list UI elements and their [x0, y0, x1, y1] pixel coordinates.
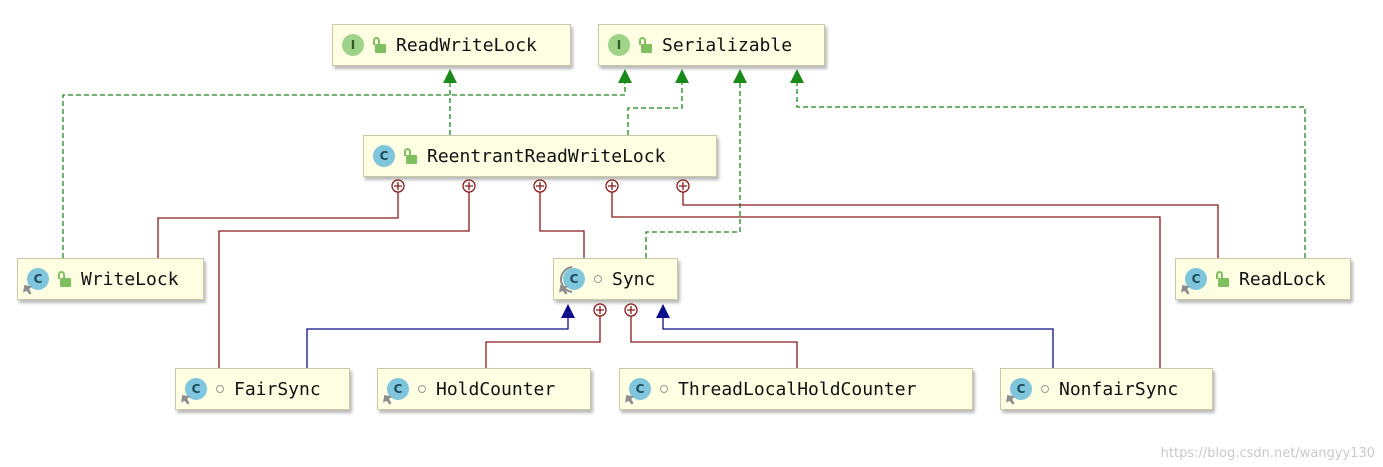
- node-label: Sync: [612, 268, 656, 290]
- edge-fairsync-sync: [306, 318, 569, 368]
- static-class-icon: C: [27, 268, 49, 290]
- public-lock-icon: [1215, 271, 1229, 287]
- package-private-icon: [216, 385, 224, 393]
- node-label: HoldCounter: [436, 378, 556, 400]
- arrowhead-sync-2: [656, 304, 670, 318]
- interface-icon: I: [608, 34, 630, 56]
- edge-nonfairsync-sync: [662, 318, 1054, 368]
- inner-marker: [391, 179, 405, 193]
- edge-reentrant-writelock: [157, 192, 399, 258]
- node-label: FairSync: [234, 378, 321, 400]
- package-private-icon: [418, 385, 426, 393]
- inner-class-markers: [391, 179, 690, 317]
- inner-marker: [462, 179, 476, 193]
- edge-reentrant-fairsync: [218, 192, 470, 368]
- node-readwritelock[interactable]: I ReadWriteLock: [332, 24, 571, 66]
- arrowhead-serializable-1: [618, 69, 632, 83]
- static-class-icon: C: [1185, 268, 1207, 290]
- node-reentrantreadwritelock[interactable]: C ReentrantReadWriteLock: [363, 135, 717, 177]
- node-label: ReentrantReadWriteLock: [427, 145, 666, 167]
- node-sync[interactable]: C Sync: [553, 258, 678, 300]
- node-fairsync[interactable]: C FairSync: [175, 368, 350, 410]
- static-class-icon: C: [629, 378, 651, 400]
- node-label: ReadWriteLock: [396, 34, 537, 56]
- class-icon: C: [373, 145, 395, 167]
- edge-reentrant-readlock: [682, 192, 1219, 258]
- edge-sync-threadlocalholdcounter: [630, 316, 798, 368]
- node-readlock[interactable]: C ReadLock: [1175, 258, 1351, 300]
- node-serializable[interactable]: I Serializable: [598, 24, 825, 66]
- interface-icon: I: [342, 34, 364, 56]
- node-writelock[interactable]: C WriteLock: [17, 258, 204, 300]
- extends-edges: [306, 318, 1054, 368]
- node-threadlocalholdcounter[interactable]: C ThreadLocalHoldCounter: [619, 368, 973, 410]
- inner-class-edges: [157, 192, 1219, 368]
- implements-arrowheads: [443, 69, 804, 83]
- node-label: Serializable: [662, 34, 793, 56]
- package-private-icon: [594, 275, 602, 283]
- static-class-icon: C: [1010, 378, 1032, 400]
- static-class-icon: C: [387, 378, 409, 400]
- edge-readlock-serializable: [796, 82, 1306, 258]
- arrowhead-serializable-2: [675, 69, 689, 83]
- node-label: ReadLock: [1239, 268, 1326, 290]
- package-private-icon: [660, 385, 668, 393]
- implements-edges: [62, 82, 1306, 258]
- arrowhead-readwritelock: [443, 69, 457, 83]
- edge-writelock-serializable: [62, 82, 626, 258]
- arrowhead-serializable-4: [790, 69, 804, 83]
- edge-sync-holdcounter: [485, 316, 601, 368]
- node-holdcounter[interactable]: C HoldCounter: [377, 368, 591, 410]
- abstract-static-class-icon: C: [563, 268, 585, 290]
- public-lock-icon: [57, 271, 71, 287]
- node-nonfairsync[interactable]: C NonfairSync: [1000, 368, 1213, 410]
- inner-marker: [533, 179, 547, 193]
- inner-marker: [624, 303, 638, 317]
- inner-marker: [593, 303, 607, 317]
- node-label: NonfairSync: [1059, 378, 1179, 400]
- public-lock-icon: [403, 148, 417, 164]
- public-lock-icon: [372, 37, 386, 53]
- extends-arrowheads: [561, 304, 670, 318]
- edge-reentrant-serializable: [627, 82, 683, 135]
- public-lock-icon: [638, 37, 652, 53]
- static-class-icon: C: [185, 378, 207, 400]
- edge-sync-serializable: [645, 82, 741, 258]
- package-private-icon: [1041, 385, 1049, 393]
- inner-marker: [605, 179, 619, 193]
- edge-reentrant-sync: [539, 192, 585, 258]
- node-label: WriteLock: [81, 268, 179, 290]
- arrowhead-sync-1: [561, 304, 575, 318]
- inner-marker: [676, 179, 690, 193]
- edge-reentrant-nonfairsync: [611, 192, 1161, 368]
- watermark: https://blog.csdn.net/wangyy130: [1160, 446, 1375, 461]
- node-label: ThreadLocalHoldCounter: [678, 378, 917, 400]
- arrowhead-serializable-3: [733, 69, 747, 83]
